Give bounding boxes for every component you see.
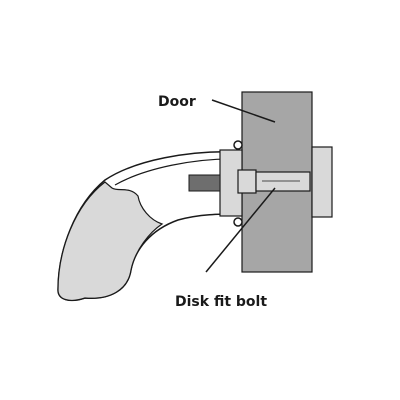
door-label: Door <box>158 94 196 110</box>
spindle-stem <box>188 174 221 192</box>
handle-grip <box>57 181 164 301</box>
rose-screw-bottom <box>233 217 243 227</box>
disk-fit-bolt-body <box>255 171 311 192</box>
disk-fit-bolt-head <box>237 169 257 194</box>
back-rose <box>311 146 333 218</box>
bolt-leader-line <box>205 187 276 273</box>
disk-fit-bolt-label: Disk fit bolt <box>175 294 267 310</box>
rose-screw-top <box>233 140 243 150</box>
door-leader-line <box>211 99 276 123</box>
